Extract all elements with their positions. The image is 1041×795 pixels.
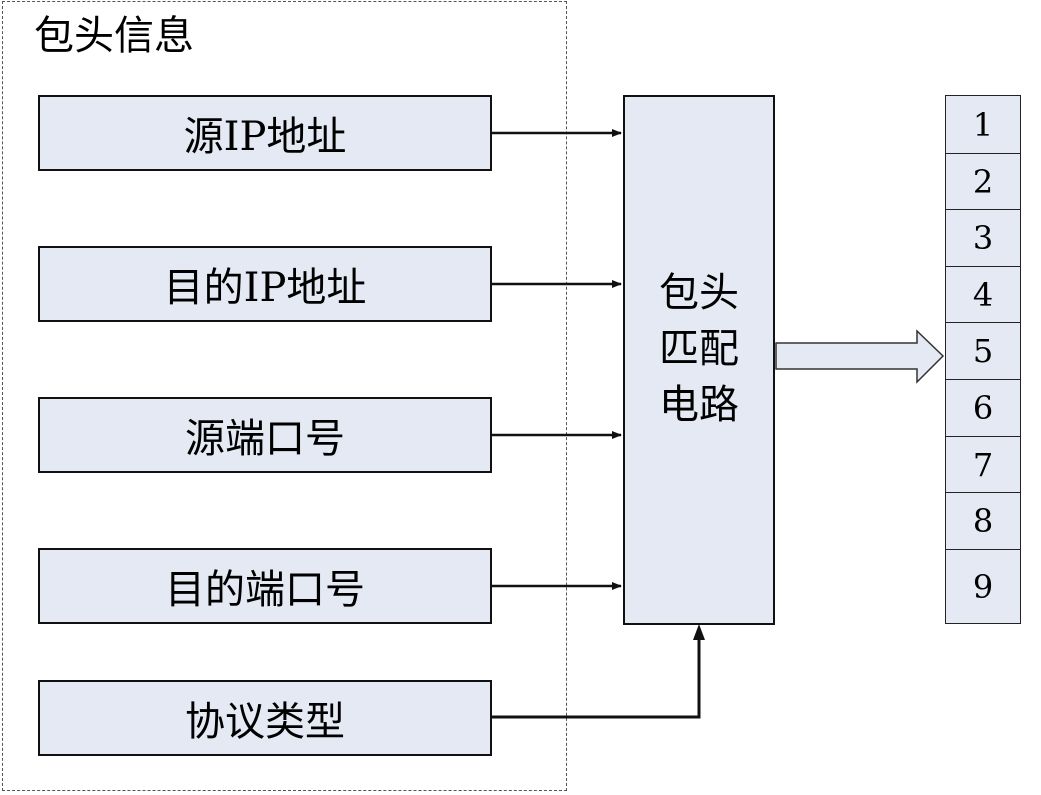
- output-slot-table: 1 2 3 4 5 6 7 8 9: [945, 95, 1021, 624]
- header-match-circuit-label: 包头 匹配 电路: [659, 270, 739, 428]
- slot-cell: 9: [946, 549, 1020, 623]
- slot-cell: 2: [946, 153, 1020, 209]
- slot-cell: 8: [946, 492, 1020, 549]
- field-box-protocol: 协议类型: [38, 680, 492, 756]
- header-info-group-frame: [2, 1, 567, 791]
- header-info-title: 包头信息: [34, 13, 194, 59]
- field-box-dst-ip: 目的IP地址: [38, 246, 492, 322]
- field-box-dst-port: 目的端口号: [38, 548, 492, 624]
- slot-cell: 5: [946, 322, 1020, 379]
- slot-cell: 7: [946, 436, 1020, 492]
- arrow-protocol: [492, 638, 701, 719]
- output-block-arrow: [775, 329, 945, 384]
- slot-cell: 6: [946, 379, 1020, 436]
- slot-cell: 4: [946, 266, 1020, 322]
- field-box-src-port: 源端口号: [38, 397, 492, 473]
- slot-cell: 3: [946, 209, 1020, 266]
- field-box-src-ip: 源IP地址: [38, 95, 492, 171]
- arrow-protocol-head: [693, 624, 705, 640]
- slot-cell: 1: [972, 105, 994, 144]
